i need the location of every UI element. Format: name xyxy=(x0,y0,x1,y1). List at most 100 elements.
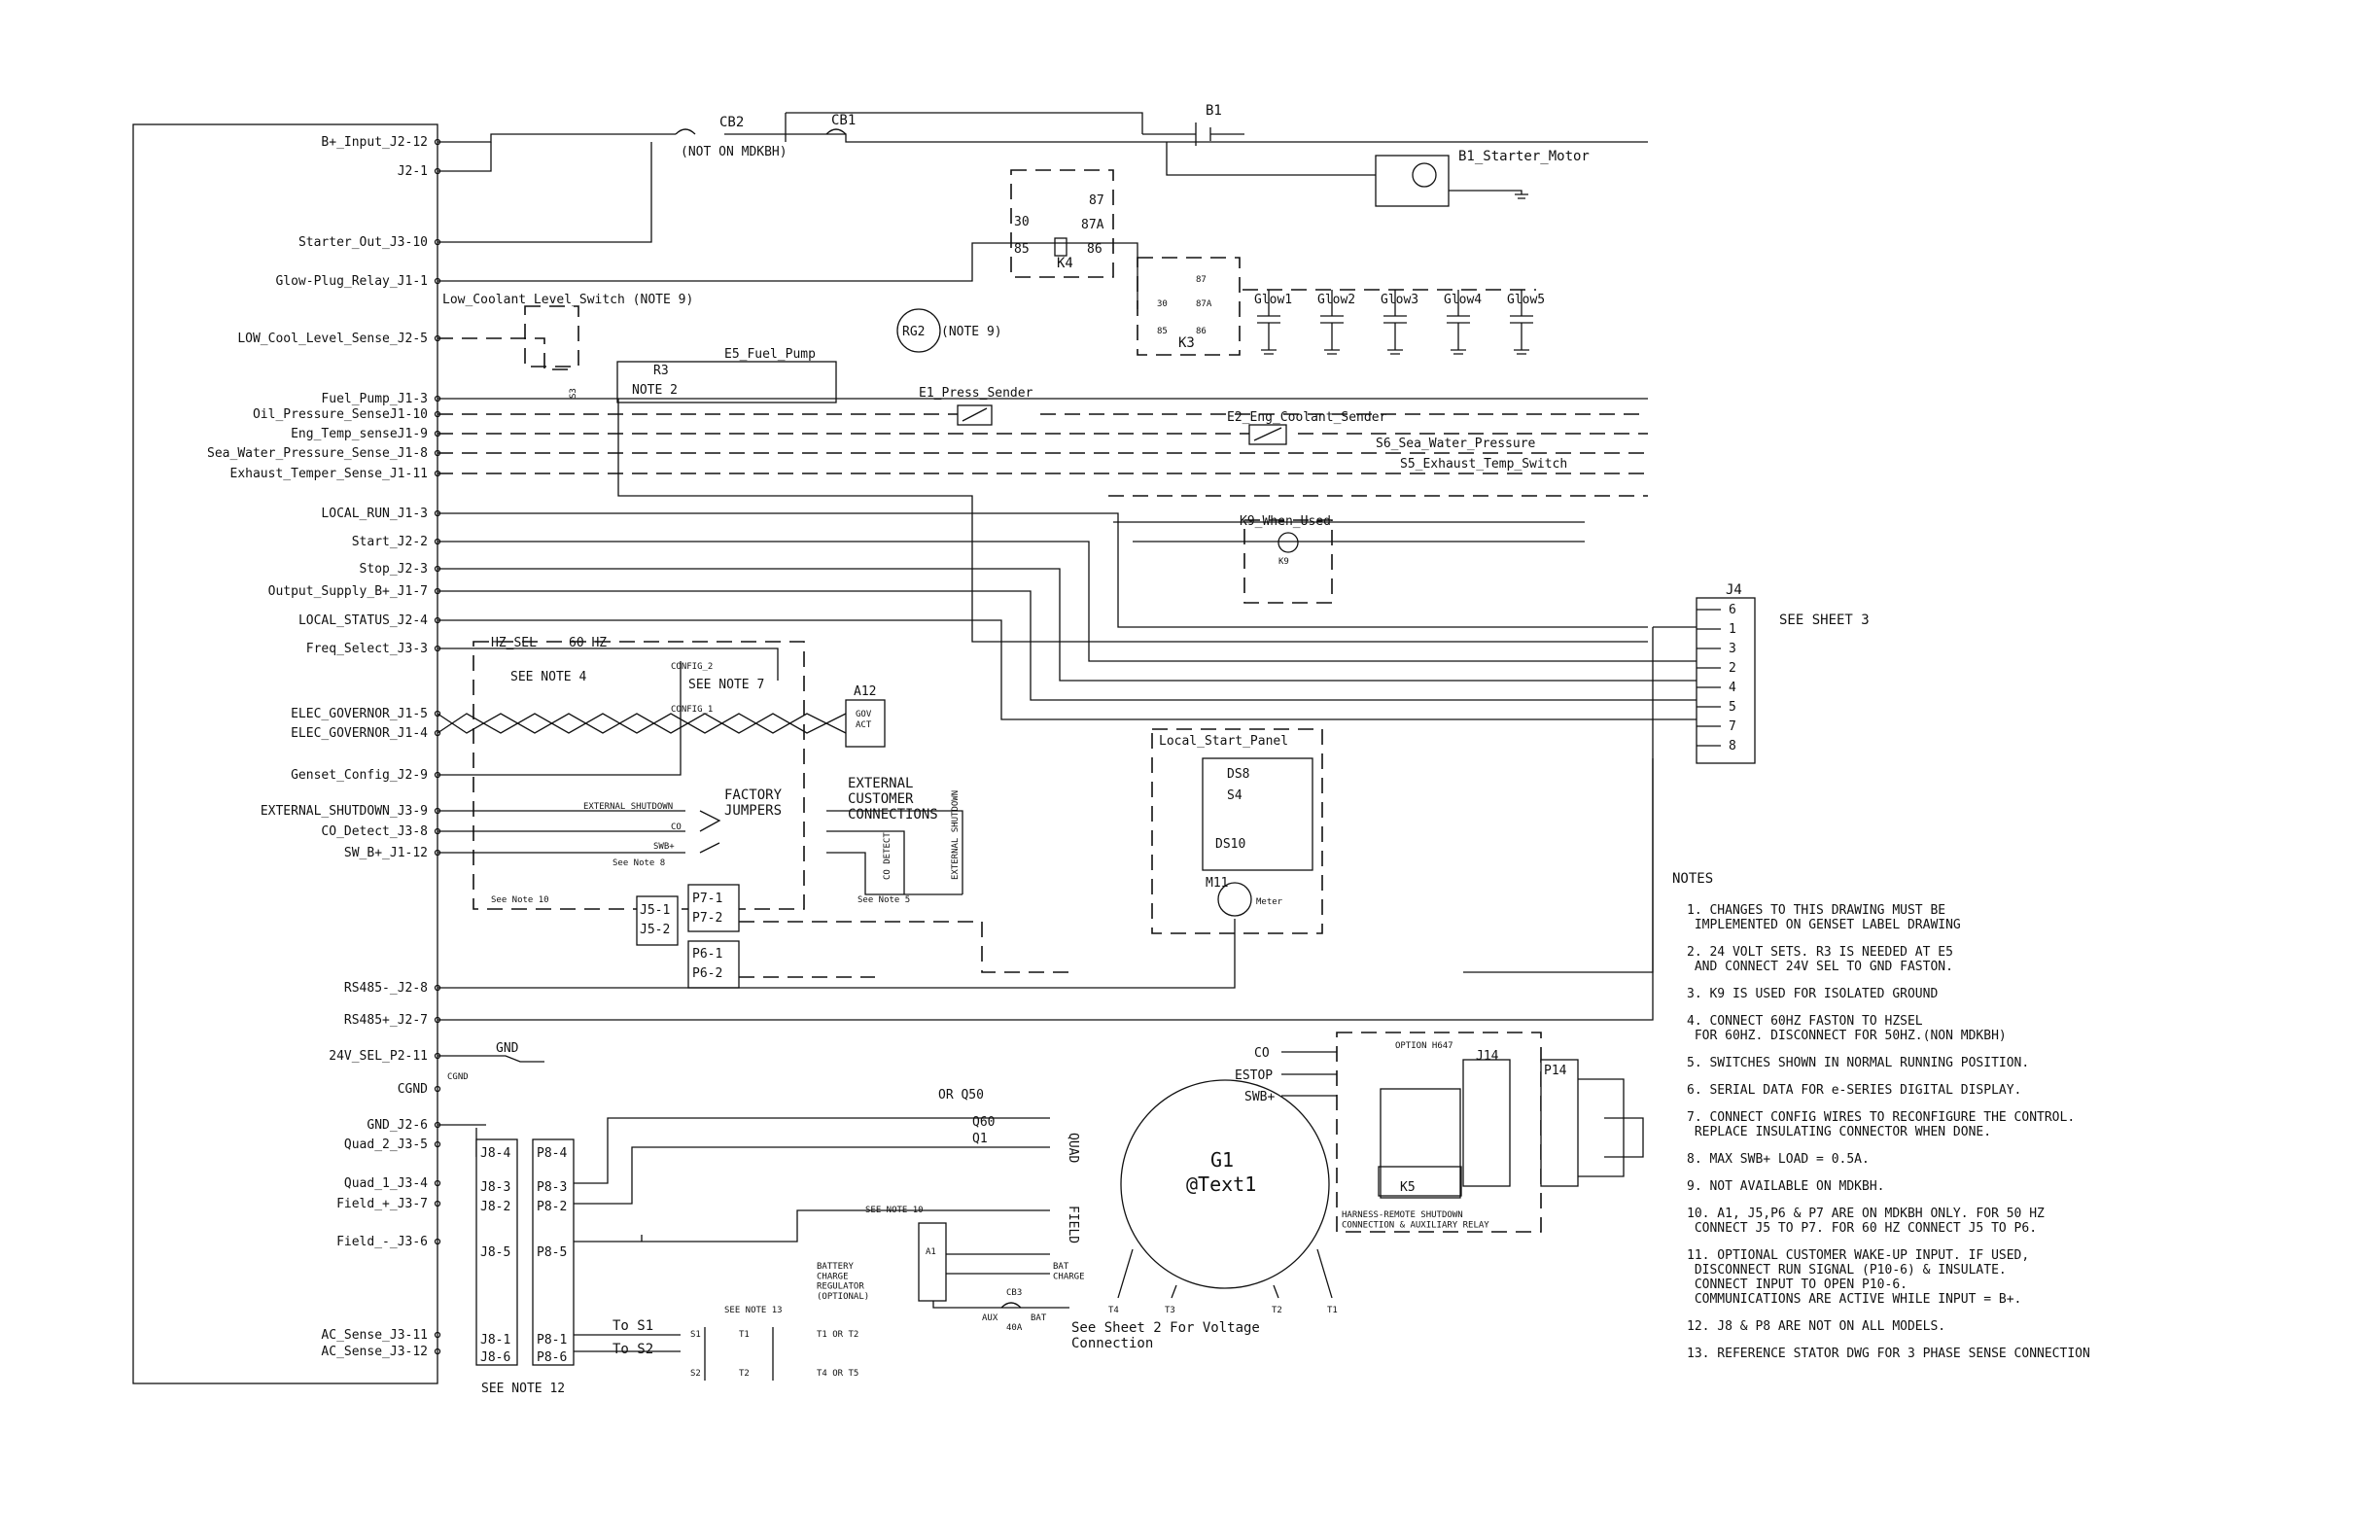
svg-text:SEE NOTE 4: SEE NOTE 4 xyxy=(510,670,586,684)
controller-pin-label: Quad_1_J3-4 xyxy=(344,1176,428,1191)
controller-pin-label: Quad_2_J3-5 xyxy=(344,1138,428,1152)
pin-terminal xyxy=(434,1348,441,1355)
note-item: 4. CONNECT 60HZ FASTON TO HZSEL FOR 60HZ… xyxy=(1687,1014,2007,1043)
starter-label: B1_Starter_Motor xyxy=(1458,149,1590,164)
coolant-sender-label: E2_Eng_Coolant_Sender xyxy=(1227,410,1387,425)
notes-title: NOTES xyxy=(1672,871,1713,887)
controller-pin-label: CO_Detect_J3-8 xyxy=(321,824,428,839)
controller-pins: B+_Input_J2-12J2-1Starter_Out_J3-10Glow-… xyxy=(207,135,441,1359)
pin-terminal xyxy=(434,1179,441,1187)
note-item: 1. CHANGES TO THIS DRAWING MUST BE IMPLE… xyxy=(1687,903,1961,932)
r3-label: R3 xyxy=(653,364,669,378)
svg-text:P7-1: P7-1 xyxy=(692,892,722,906)
svg-text:87: 87 xyxy=(1089,193,1104,208)
p8-connector xyxy=(532,1138,575,1366)
controller-block xyxy=(132,123,438,1384)
svg-text:T2: T2 xyxy=(1272,1306,1282,1315)
note9-label: (NOTE 9) xyxy=(941,325,1002,339)
svg-text:J5-2: J5-2 xyxy=(640,923,670,937)
svg-text:FIELD: FIELD xyxy=(1066,1206,1080,1243)
controller-pin-label: Genset_Config_J2-9 xyxy=(291,768,428,783)
p8-pin-label: P8-4 xyxy=(537,1146,567,1161)
j4-pin-label: 6 xyxy=(1729,603,1736,617)
sea-water-label: S6_Sea_Water_Pressure xyxy=(1376,437,1536,451)
pin-terminal xyxy=(434,710,441,718)
cb2-breaker-symbol xyxy=(675,128,696,135)
controller-pin-label: Sea_Water_Pressure_Sense_J1-8 xyxy=(207,446,428,461)
svg-text:S1: S1 xyxy=(690,1330,701,1340)
note2-label: NOTE 2 xyxy=(632,383,678,398)
svg-text:M11: M11 xyxy=(1206,876,1228,891)
svg-text:CGND: CGND xyxy=(447,1072,469,1082)
starter-motor xyxy=(1375,155,1450,207)
note-item: 10. A1, J5,P6 & P7 ARE ON MDKBH ONLY. FO… xyxy=(1687,1207,2045,1236)
rg2-symbol xyxy=(896,308,941,353)
svg-text:SEE NOTE 13: SEE NOTE 13 xyxy=(724,1306,783,1315)
exhaust-switch-label: S5_Exhaust_Temp_Switch xyxy=(1400,457,1567,472)
svg-text:T3: T3 xyxy=(1165,1306,1175,1315)
a1-bcr xyxy=(918,1222,947,1302)
ground-symbol xyxy=(1387,349,1403,355)
svg-text:SEE NOTE 7: SEE NOTE 7 xyxy=(688,678,764,692)
svg-text:J4: J4 xyxy=(1726,582,1742,598)
pin-terminal xyxy=(434,729,441,737)
svg-text:G1: G1 xyxy=(1210,1148,1234,1172)
sensor-wiring: Low_Coolant_Level_Switch (NOTE 9) S3 E1_… xyxy=(438,293,1648,643)
p6-connector xyxy=(687,940,740,989)
glow-plug-label: Glow4 xyxy=(1444,293,1482,307)
controller-pin-label: AC_Sense_J3-11 xyxy=(321,1328,428,1343)
generator-g1: G1 @Text1 T4 T3 T2 T1 See Sheet 2 For Vo… xyxy=(1071,1079,1338,1351)
notes-block: NOTES 1. CHANGES TO THIS DRAWING MUST BE… xyxy=(1672,871,2090,1361)
j4-pin-label: 5 xyxy=(1729,700,1736,715)
glow-plug-symbol xyxy=(1383,290,1407,350)
j8-pin-label: J8-2 xyxy=(480,1200,510,1214)
note-item: 6. SERIAL DATA FOR e-SERIES DIGITAL DISP… xyxy=(1687,1083,2021,1098)
svg-text:OR Q50: OR Q50 xyxy=(938,1088,984,1102)
pin-terminal xyxy=(434,1331,441,1339)
glow-plug-symbol xyxy=(1447,290,1470,350)
svg-text:P14: P14 xyxy=(1544,1064,1567,1078)
controller-pin-label: Starter_Out_J3-10 xyxy=(298,235,428,250)
j4-pin-label: 2 xyxy=(1729,661,1736,676)
note-item: 2. 24 VOLT SETS. R3 IS NEEDED AT E5 AND … xyxy=(1687,945,1953,974)
note-item: 9. NOT AVAILABLE ON MDKBH. xyxy=(1687,1179,1885,1194)
svg-text:87A: 87A xyxy=(1081,218,1104,232)
svg-text:CO DETECT: CO DETECT xyxy=(883,832,892,880)
controller-pin-label: Eng_Temp_senseJ1-9 xyxy=(291,427,428,441)
controller-pin-label: Fuel_Pump_J1-3 xyxy=(321,392,428,406)
svg-text:A1: A1 xyxy=(926,1247,936,1257)
svg-text:30: 30 xyxy=(1157,299,1168,309)
cb2-note: (NOT ON MDKBH) xyxy=(681,145,788,159)
j5-connector xyxy=(636,895,679,946)
note-item: 7. CONNECT CONFIG WIRES TO RECONFIGURE T… xyxy=(1687,1110,2075,1139)
starter-ground xyxy=(1515,193,1528,199)
controller-pin-label: B+_Input_J2-12 xyxy=(321,135,428,150)
cb2-label: CB2 xyxy=(719,115,744,130)
glow-plug-label: Glow3 xyxy=(1381,293,1418,307)
j4-pin-label: 7 xyxy=(1729,719,1736,734)
ground-symbol xyxy=(1451,349,1466,355)
svg-text:CONFIG_2: CONFIG_2 xyxy=(671,662,713,672)
controller-pin-label: SW_B+_J1-12 xyxy=(344,846,428,860)
svg-text:S2: S2 xyxy=(690,1369,701,1379)
j8-connector xyxy=(475,1138,518,1366)
control-lines: K9_When_Used K9 xyxy=(438,512,1697,720)
svg-text:To S1: To S1 xyxy=(612,1318,653,1334)
controller-pin-label: Exhaust_Temper_Sense_J1-11 xyxy=(230,467,429,481)
fuel-pump-block xyxy=(616,361,837,403)
j8-pin-label: J8-1 xyxy=(480,1333,510,1348)
svg-text:Q60: Q60 xyxy=(972,1115,995,1130)
glow-plug-symbol xyxy=(1257,290,1280,350)
p7-connector xyxy=(687,884,740,932)
relay-k3: 30 87 87A 85 86 K3 xyxy=(1137,257,1241,356)
controller-pin-label: ELEC_GOVERNOR_J1-5 xyxy=(291,707,428,721)
svg-text:Local_Start_Panel: Local_Start_Panel xyxy=(1159,734,1288,749)
controller-pin-label: Freq_Select_J3-3 xyxy=(306,642,428,656)
svg-text:40A: 40A xyxy=(1006,1323,1023,1333)
controller-pin-label: RS485+_J2-7 xyxy=(344,1013,428,1028)
